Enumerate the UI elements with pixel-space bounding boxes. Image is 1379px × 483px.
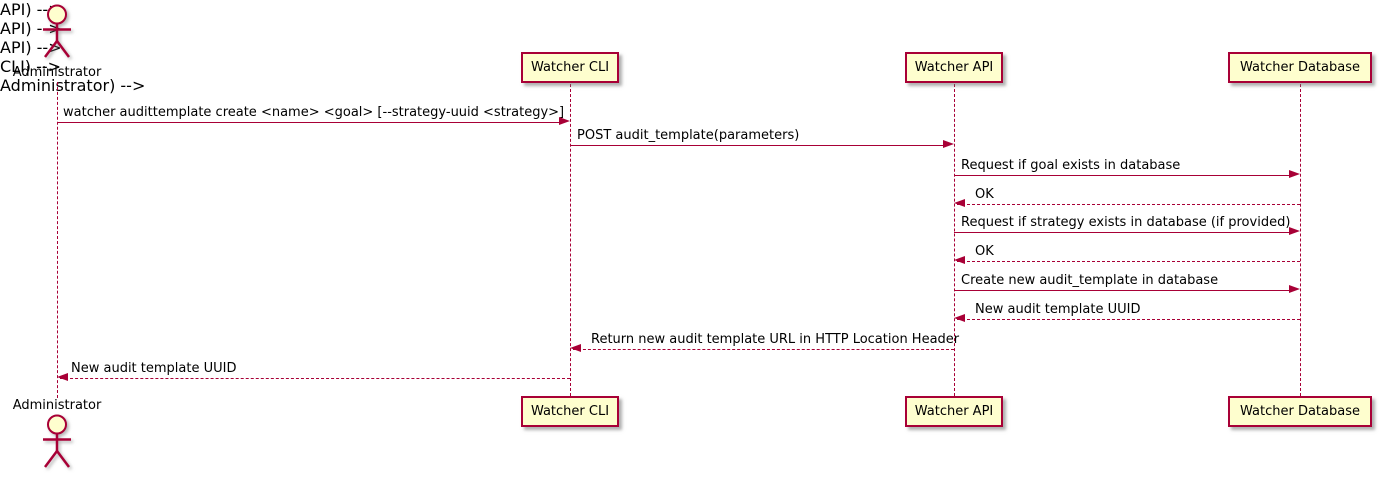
message-label: Return new audit template URL in HTTP Lo… [591,332,960,347]
lifeline-administrator [57,82,58,398]
message-label: Create new audit_template in database [961,273,1219,288]
message-arrow [954,290,1290,291]
arrowhead-right-icon [1289,170,1300,178]
arrowhead-right-icon [1289,285,1300,293]
arrowhead-right-icon [943,140,954,148]
participant-label: Watcher API [914,404,994,419]
message-label: OK [975,187,994,202]
arrowhead-left-icon [954,199,965,207]
message-arrow [573,349,954,350]
lifeline-watcher-api [954,84,955,396]
arrowhead-left-icon [954,256,965,264]
message-label: OK [975,244,994,259]
arrowhead-right-icon [559,117,570,125]
actor-label: Administrator [12,65,102,80]
participant-label: Watcher API [914,60,994,75]
message-label: Request if goal exists in database [961,158,1181,173]
arrowhead-right-icon [1289,227,1300,235]
actor-label: Administrator [12,398,102,413]
actor-icon [43,414,71,468]
message-label: Request if strategy exists in database (… [961,215,1291,230]
message-label: POST audit_template(parameters) [577,128,800,143]
message-arrow [60,378,570,379]
participant-watcher-cli: Watcher CLI [521,396,619,427]
participant-label: Watcher CLI [530,404,610,419]
participant-label: Watcher CLI [530,60,610,75]
participant-watcher-api: Watcher API [905,52,1003,83]
participant-label: Watcher Database [1240,404,1360,419]
message-arrow [957,204,1300,205]
arrowhead-left-icon [570,344,581,352]
actor-icon [43,4,71,58]
participant-watcher-api: Watcher API [905,396,1003,427]
message-arrow [954,175,1290,176]
participant-watcher-cli: Watcher CLI [521,52,619,83]
message-arrow [957,261,1300,262]
message-label: watcher audittemplate create <name> <goa… [63,105,565,120]
participant-label: Watcher Database [1240,60,1360,75]
message-arrow [954,232,1290,233]
message-arrow [570,145,944,146]
participant-watcher-database: Watcher Database [1228,52,1372,83]
message-arrow [957,319,1300,320]
message-label: New audit template UUID [975,302,1141,317]
arrowhead-left-icon [57,373,68,381]
lifeline-watcher-cli [570,84,571,396]
arrowhead-left-icon [954,314,965,322]
message-arrow [57,122,560,123]
message-label: New audit template UUID [71,361,237,376]
lifeline-watcher-database [1300,84,1301,396]
participant-watcher-database: Watcher Database [1228,396,1372,427]
